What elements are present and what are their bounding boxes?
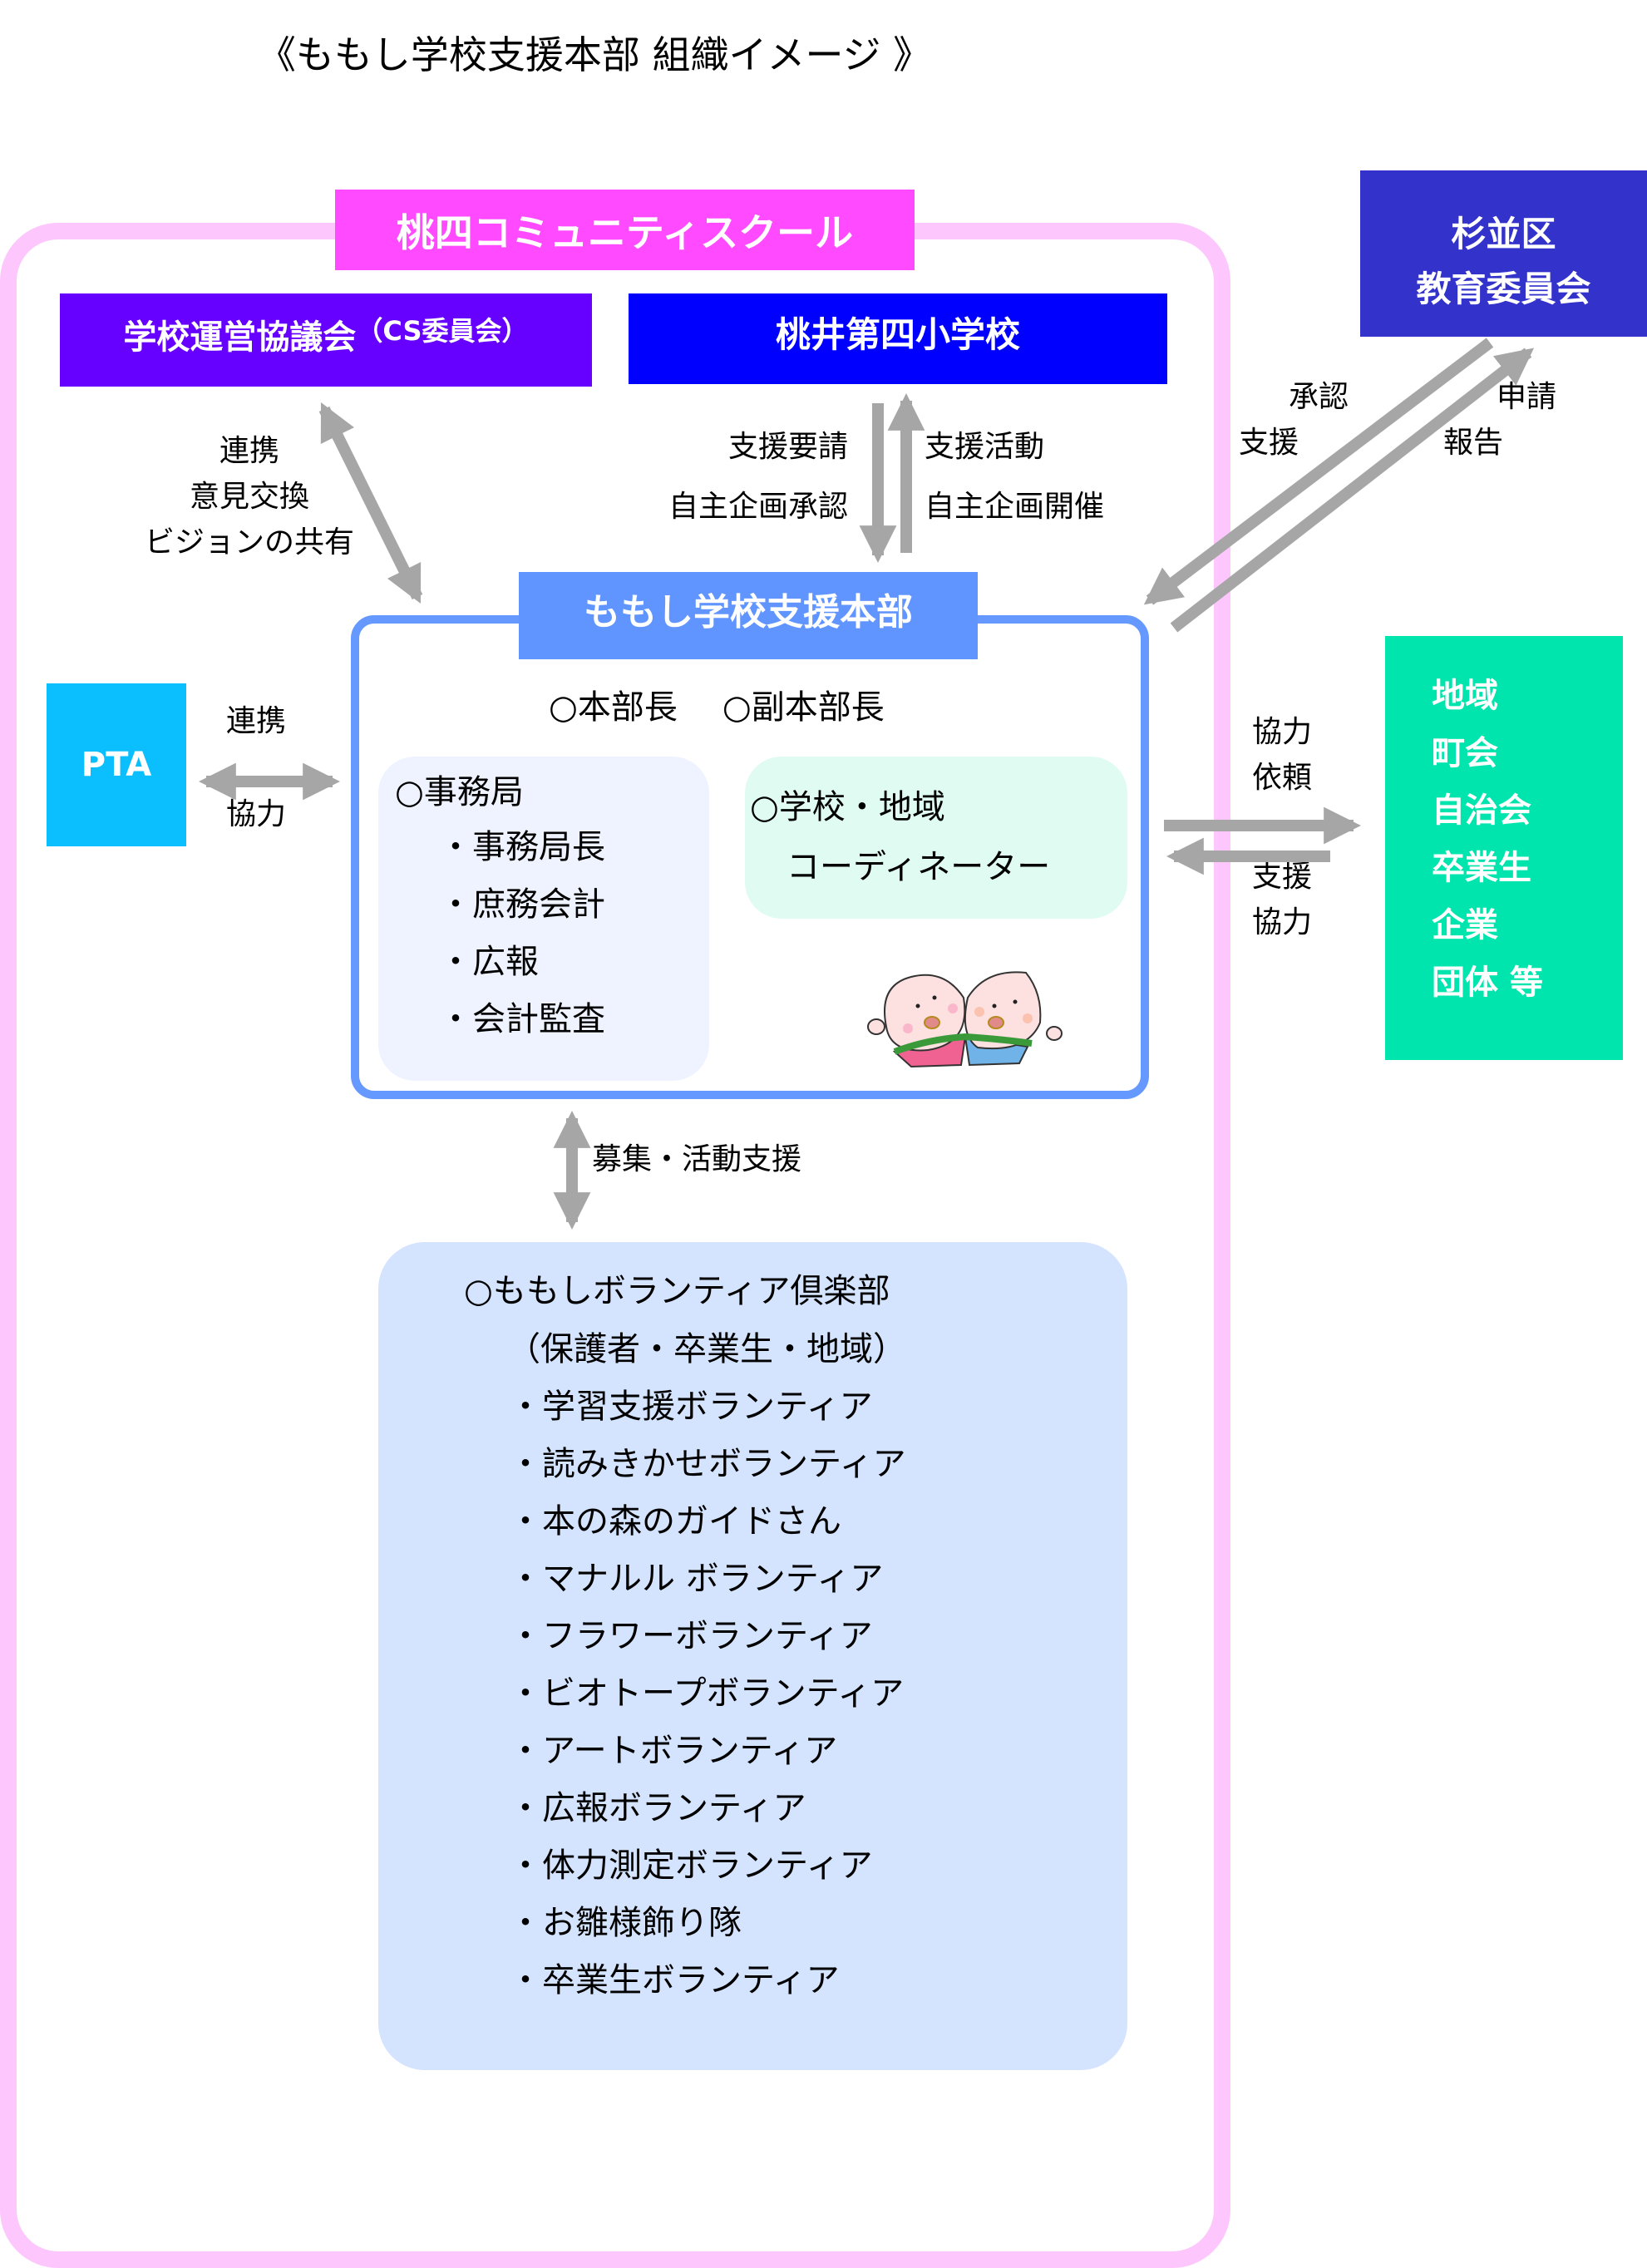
school-box: 桃井第四小学校 [629, 293, 1167, 384]
officer-chief: ○本部長 [549, 688, 678, 727]
volunteer-item: ・広報ボランティア [509, 1789, 806, 1827]
hq-volunteer-label: 募集・活動支援 [592, 1142, 802, 1176]
council-hq-label: 連携 意見交換 ビジョンの共有 [108, 428, 391, 565]
headquarters-label: ももし学校支援本部 [519, 572, 978, 659]
secretariat-member: ・事務局長 [439, 828, 605, 866]
coordinator-line2: コーディネーター [787, 848, 1051, 886]
volunteer-item: ・フラワーボランティア [509, 1617, 873, 1655]
volunteer-club-title: ○ももしボランティア倶楽部 [464, 1272, 890, 1310]
volunteer-item: ・読みきかせボランティア [509, 1445, 906, 1483]
connector-label-line: 意見交換 [189, 480, 309, 514]
peach-mascot-icon [867, 971, 1063, 1068]
volunteer-club-list: ・学習支援ボランティア ・読みきかせボランティア ・本の森のガイドさん ・マナル… [509, 1378, 906, 2009]
community-school-container [0, 223, 1230, 2268]
community-item: 卒業生 [1432, 849, 1531, 887]
connector-label-line: ビジョンの共有 [144, 525, 354, 560]
council-name: 学校運営協議会 [123, 318, 357, 357]
board-support-label: 支援 [1239, 426, 1299, 460]
connector-label-line: 支援活動 [925, 430, 1045, 464]
volunteer-item: ・マナルル ボランティア [509, 1560, 884, 1598]
hq-officers: ○本部長 ○副本部長 [549, 680, 930, 728]
connector-label-line: 連携 [219, 434, 279, 468]
connector-label-line: 支援要請 [727, 430, 848, 464]
hq-application-label: 申請 [1497, 380, 1557, 414]
secretariat-members: ・事務局長 ・庶務会計 ・広報 ・会計監査 [439, 819, 605, 1048]
school-to-hq-label: 支援要請 自主企画承認 [632, 417, 848, 537]
connector-label-line: 依頼 [1252, 761, 1313, 795]
board-of-education-box: 杉並区 教育委員会 [1360, 170, 1647, 337]
board-line1: 杉並区 [1451, 214, 1556, 254]
coordinator-panel [745, 757, 1127, 919]
volunteer-club-box [378, 1242, 1127, 2070]
volunteer-item: ・ビオトープボランティア [509, 1674, 905, 1713]
volunteer-item: ・アートボランティア [509, 1732, 838, 1770]
board-approval-label: 承認 [1289, 380, 1349, 414]
community-item: 地域 [1432, 677, 1498, 715]
hq-to-school-label: 支援活動 自主企画開催 [925, 417, 1174, 537]
volunteer-item: ・学習支援ボランティア [509, 1388, 873, 1426]
pta-box: PTA [47, 683, 186, 846]
connector-label-line: 自主企画開催 [925, 490, 1105, 524]
connector-label-line: 自主企画承認 [668, 490, 848, 524]
volunteer-item: ・本の森のガイドさん [509, 1502, 841, 1541]
community-item: 団体 等 [1432, 964, 1543, 1002]
volunteer-item: ・卒業生ボランティア [509, 1961, 840, 1999]
volunteer-club-subtitle: （保護者・卒業生・地域） [507, 1330, 906, 1368]
community-item: 自治会 [1432, 791, 1531, 830]
secretariat-member: ・会計監査 [439, 1000, 605, 1038]
hq-report-label: 報告 [1443, 426, 1504, 460]
community-item: 企業 [1432, 906, 1498, 944]
pta-cooperation-bottom-label: 協力 [226, 797, 287, 831]
coordinator-text: ○学校・地域 コーディネーター [750, 777, 1050, 897]
connector-label-line: 協力 [1252, 715, 1313, 749]
school-council-box: 学校運営協議会（CS委員会） [60, 293, 592, 387]
officer-deputy: ○副本部長 [722, 688, 885, 727]
community-to-hq-label: 支援 協力 [1252, 854, 1312, 945]
volunteer-item: ・お雛様飾り隊 [509, 1904, 742, 1942]
pta-cooperation-top-label: 連携 [226, 704, 287, 738]
coordinator-line1: ○学校・地域 [750, 788, 945, 826]
community-box: 地域 町会 自治会 卒業生 企業 団体 等 [1385, 636, 1623, 1060]
diagram-title: 《ももし学校支援本部 組織イメージ 》 [257, 32, 932, 77]
secretariat-member: ・庶務会計 [439, 885, 605, 924]
council-note: （CS委員会） [356, 315, 529, 347]
connector-label-line: 支援 [1252, 860, 1313, 894]
volunteer-item: ・体力測定ボランティア [509, 1846, 873, 1885]
community-school-label: 桃四コミュニティスクール [335, 190, 915, 270]
secretariat-panel [378, 757, 709, 1081]
board-line2: 教育委員会 [1416, 269, 1591, 309]
hq-to-community-label: 協力 依頼 [1252, 709, 1312, 801]
secretariat-title: ○事務局 [395, 773, 524, 811]
community-item: 町会 [1432, 734, 1498, 772]
secretariat-member: ・広報 [439, 943, 539, 981]
connector-label-line: 協力 [1252, 905, 1313, 939]
